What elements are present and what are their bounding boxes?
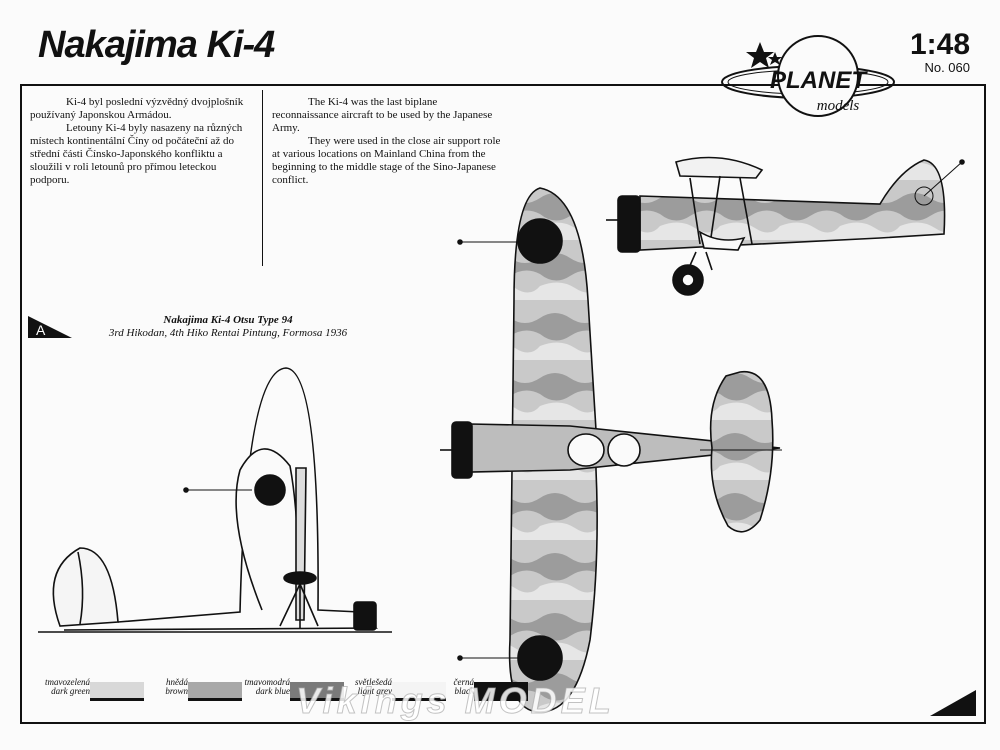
side-view-drawing xyxy=(606,156,965,296)
corner-triangle xyxy=(930,690,976,716)
scheme-caption: Nakajima Ki-4 Otsu Type 94 3rd Hikodan, … xyxy=(78,314,378,340)
legend-label-cz: tmavozelená xyxy=(45,677,90,687)
kit-number: No. 060 xyxy=(924,60,970,75)
legend-label-cz: černá xyxy=(453,677,475,687)
legend-label-en: light grey xyxy=(357,686,392,696)
column-divider xyxy=(262,90,263,266)
legend-label-en: black xyxy=(454,686,475,696)
scale-block: 1:48 No. 060 xyxy=(909,28,970,76)
scheme-marker-letter: A xyxy=(36,322,46,338)
legend-black: černá black xyxy=(412,677,528,701)
legend-swatch xyxy=(290,682,344,701)
top-view-drawing xyxy=(440,187,782,713)
logo-subtext: models xyxy=(817,98,860,114)
intro-czech-p2: Letouny Ki-4 byly nasazeny na různých mí… xyxy=(30,122,243,186)
scheme-unit: 3rd Hikodan, 4th Hiko Rentai Pintung, Fo… xyxy=(108,327,348,339)
planet-models-logo: PLANET models xyxy=(721,35,895,117)
intro-english-p1: The Ki-4 was the last biplane reconnaiss… xyxy=(272,96,493,134)
sheet-frame xyxy=(20,84,986,724)
legend-label-cz: hnědá xyxy=(166,677,188,687)
scheme-marker: A xyxy=(28,316,72,338)
intro-english-p2: They were used in the close air support … xyxy=(272,135,501,186)
legend-swatch xyxy=(90,682,144,701)
legend-label-en: dark blue xyxy=(255,686,290,696)
legend-light-grey: světlešedá light grey xyxy=(330,677,446,701)
scheme-name: Nakajima Ki-4 Otsu Type 94 xyxy=(163,314,293,326)
legend-label-en: brown xyxy=(165,686,188,696)
document-title: Nakajima Ki-4 xyxy=(38,24,275,66)
front-view-drawing xyxy=(38,367,392,633)
watermark: Vikings MODEL xyxy=(296,680,615,722)
legend-label-cz: tmavomodrá xyxy=(244,677,291,687)
legend-label-cz: světlešedá xyxy=(355,677,392,687)
intro-english: The Ki-4 was the last biplane reconnaiss… xyxy=(272,96,502,187)
scale-ratio: 1:48 xyxy=(909,28,970,61)
legend-label-en: dark green xyxy=(51,686,90,696)
legend-swatch xyxy=(474,682,528,701)
intro-czech: Ki-4 byl poslední výzvědný dvojplošník p… xyxy=(30,96,250,187)
legend-dark-blue: tmavomodrá dark blue xyxy=(228,677,344,701)
logo-text: PLANET xyxy=(770,67,868,94)
intro-czech-p1: Ki-4 byl poslední výzvědný dvojplošník p… xyxy=(30,96,244,121)
legend-swatch xyxy=(392,682,446,701)
legend-dark-green: tmavozelená dark green xyxy=(28,677,144,701)
legend-brown: hnědá brown xyxy=(126,677,242,701)
legend-swatch xyxy=(188,682,242,701)
